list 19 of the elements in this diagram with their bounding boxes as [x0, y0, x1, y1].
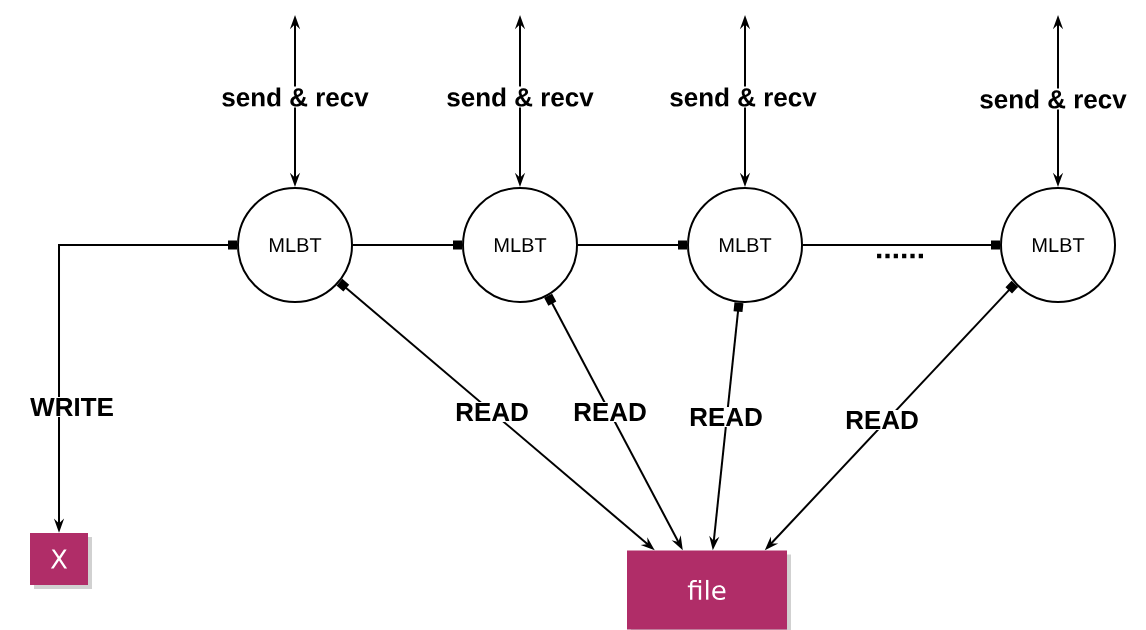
edge-label: WRITE	[29, 397, 115, 417]
circle-node: MLBT	[1000, 187, 1116, 303]
edge-label: send & recv	[220, 86, 370, 108]
circle-node: MLBT	[462, 187, 578, 303]
edge-label: READ	[844, 410, 920, 430]
arrow	[352, 240, 462, 250]
arrow	[577, 240, 687, 250]
circle-node: MLBT	[237, 187, 353, 303]
process-box: X	[30, 533, 92, 589]
edge-label: send & recv	[668, 86, 818, 108]
ellipsis: ......	[877, 253, 923, 259]
edge-label: send & recv	[978, 88, 1128, 110]
edge-label: send & recv	[445, 86, 595, 108]
edge-label: READ	[572, 402, 648, 422]
edge-label: READ	[454, 402, 530, 422]
edge-label: READ	[688, 407, 764, 427]
arrow	[802, 240, 1000, 250]
process-box: file	[627, 550, 791, 630]
circle-node: MLBT	[687, 187, 803, 303]
